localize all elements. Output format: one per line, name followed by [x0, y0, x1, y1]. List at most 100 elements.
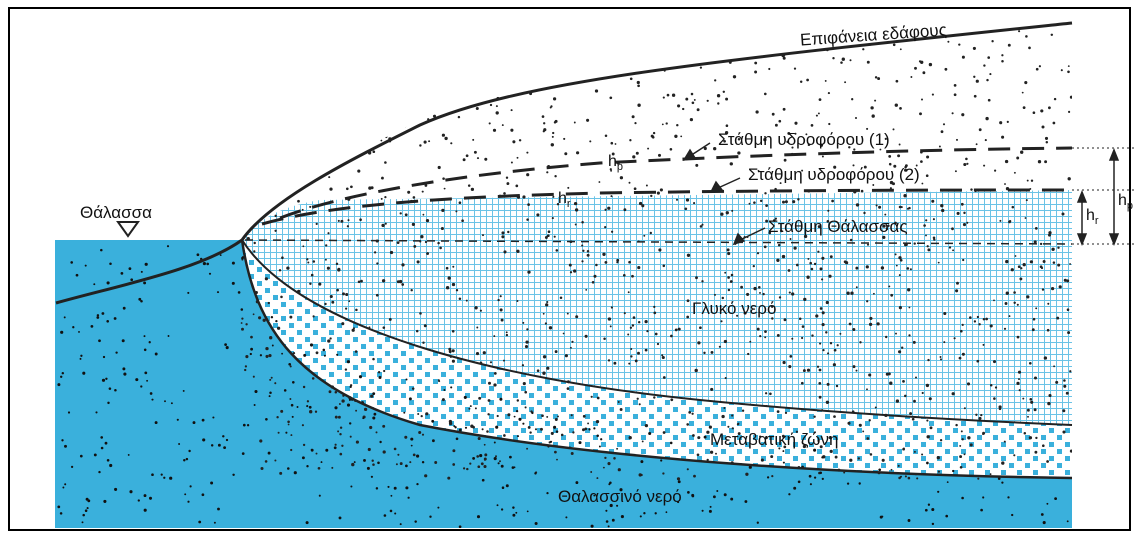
sand-dot: [368, 448, 371, 451]
sand-dot: [740, 286, 743, 289]
sea-dot: [709, 510, 712, 513]
sand-dot: [316, 103, 318, 105]
sand-dot: [695, 369, 698, 372]
sea-dot: [494, 457, 497, 460]
sand-dot: [327, 232, 329, 234]
sea-dot: [1046, 503, 1048, 505]
sea-dot: [450, 386, 452, 388]
sand-dot: [631, 275, 634, 278]
sand-dot: [381, 177, 384, 180]
sand-dot: [895, 104, 898, 107]
sea-dot: [464, 396, 467, 399]
sand-dot: [448, 348, 451, 351]
sand-dot: [595, 89, 598, 92]
hr-inner-main: h: [558, 190, 567, 207]
sand-dot: [639, 202, 642, 205]
sand-dot: [710, 33, 713, 36]
sand-dot: [630, 355, 632, 357]
sea-dot: [129, 267, 132, 270]
sand-dot: [803, 298, 806, 301]
sea-dot: [822, 478, 824, 480]
sea-dot: [612, 519, 615, 522]
sand-dot: [516, 250, 519, 253]
sand-dot: [526, 152, 528, 154]
sea-dot: [621, 515, 624, 518]
sand-dot: [298, 129, 300, 131]
sand-dot: [847, 422, 850, 425]
sand-dot: [240, 25, 242, 27]
sea-dot: [596, 435, 599, 438]
sand-dot: [470, 405, 472, 407]
sand-dot: [530, 73, 532, 75]
sand-dot: [400, 212, 402, 214]
sand-dot: [483, 351, 486, 354]
sand-dot: [833, 415, 836, 418]
sand-dot: [511, 82, 513, 84]
sand-dot: [706, 32, 708, 34]
sea-dot: [82, 514, 85, 517]
sand-dot: [522, 364, 524, 366]
sand-dot: [910, 76, 912, 78]
sand-dot: [1012, 206, 1015, 209]
sand-dot: [484, 444, 486, 446]
sand-dot: [346, 187, 349, 190]
sand-dot: [822, 323, 825, 326]
hp-inner-sub: p: [617, 161, 623, 173]
sand-dot: [604, 209, 606, 211]
sand-dot: [907, 208, 909, 210]
sand-dot: [866, 265, 869, 268]
sea-dot: [416, 483, 418, 485]
sand-dot: [474, 306, 477, 309]
sand-dot: [1061, 69, 1063, 71]
sand-dot: [862, 430, 864, 432]
sand-dot: [680, 135, 682, 137]
sand-dot: [1036, 68, 1039, 71]
sand-dot: [922, 71, 925, 74]
sand-dot: [290, 449, 292, 451]
sand-dot: [610, 142, 613, 145]
sand-dot: [686, 316, 689, 319]
sand-dot: [954, 337, 956, 339]
sea-dot: [206, 263, 209, 266]
sand-dot: [1047, 329, 1050, 332]
hp-inner-main: h: [608, 153, 617, 170]
sand-dot: [279, 472, 282, 475]
sand-dot: [327, 339, 330, 342]
sea-dot: [212, 416, 214, 418]
sand-dot: [360, 280, 363, 283]
sand-dot: [281, 256, 284, 259]
sand-dot: [717, 94, 720, 97]
sand-dot: [341, 399, 344, 402]
sand-dot: [567, 387, 570, 390]
sea-dot: [78, 331, 80, 333]
sand-dot: [697, 108, 700, 111]
sea-dot: [788, 493, 790, 495]
sea-dot: [91, 325, 94, 328]
sea-dot: [479, 454, 482, 457]
sea-dot: [311, 449, 314, 452]
sea-dot: [247, 424, 249, 426]
sand-dot: [970, 443, 973, 446]
sea-dot: [1054, 497, 1057, 500]
sea-dot: [306, 465, 308, 467]
sand-dot: [575, 315, 578, 318]
sand-dot: [552, 132, 554, 134]
sand-dot: [495, 72, 498, 75]
sand-dot: [815, 314, 818, 317]
sand-dot: [381, 198, 383, 200]
sand-dot: [525, 345, 528, 348]
sand-dot: [955, 170, 957, 172]
sand-dot: [620, 408, 623, 411]
sea-dot: [1067, 520, 1069, 522]
sand-dot: [761, 459, 764, 462]
sand-dot: [288, 424, 290, 426]
sand-dot: [951, 227, 954, 230]
sea-dot: [141, 271, 143, 273]
sand-dot: [755, 110, 758, 113]
sand-dot: [509, 78, 512, 81]
sand-dot: [608, 359, 610, 361]
sea-dot: [241, 308, 244, 311]
sand-dot: [884, 214, 886, 216]
sand-dot: [868, 373, 871, 376]
sand-dot: [416, 330, 419, 333]
